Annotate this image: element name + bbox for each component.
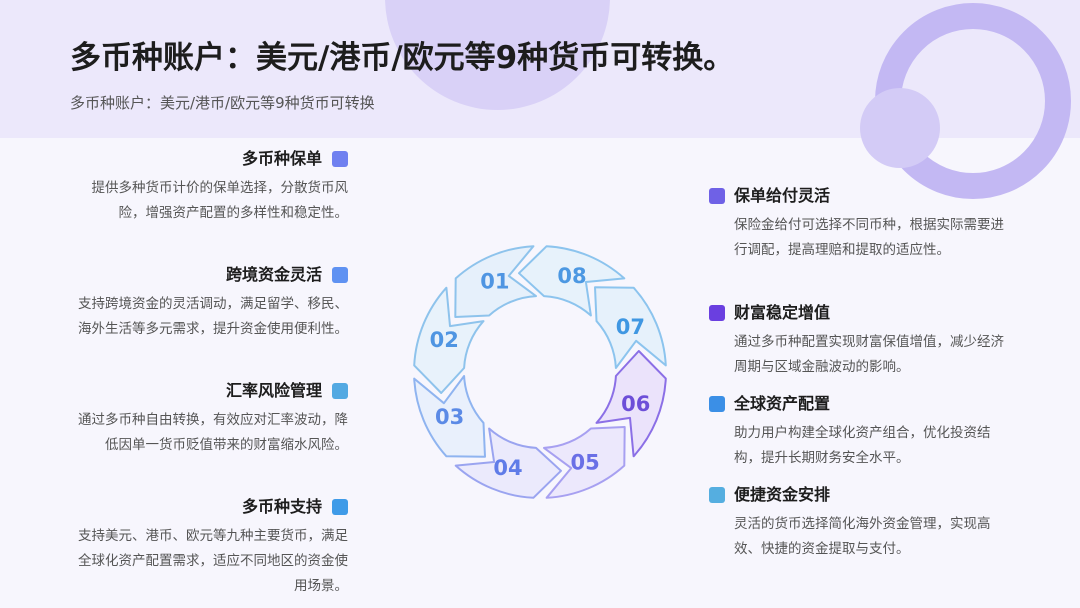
cycle-segment-08 bbox=[518, 245, 626, 317]
bullet-square-icon bbox=[332, 151, 348, 167]
bullet-square-icon bbox=[332, 383, 348, 399]
cycle-segment-label: 05 bbox=[570, 450, 599, 474]
feature-description: 助力用户构建全球化资产组合，优化投资结构，提升长期财务安全水平。 bbox=[734, 425, 991, 466]
feature-cross-border-funds: 跨境资金灵活 支持跨境资金的灵活调动，满足留学、移民、海外生活等多元需求，提升资… bbox=[58, 264, 348, 342]
feature-convenient-funds: 便捷资金安排 灵活的货币选择简化海外资金管理，实现高效、快捷的资金提取与支付。 bbox=[709, 484, 999, 562]
bullet-square-icon bbox=[709, 188, 725, 204]
feature-description: 提供多种货币计价的保单选择，分散货币风险，增强资产配置的多样性和稳定性。 bbox=[91, 180, 349, 221]
cycle-segment-label: 04 bbox=[493, 456, 522, 480]
feature-multi-currency-support: 多币种支持 支持美元、港币、欧元等九种主要货币，满足全球化资产配置需求，适应不同… bbox=[58, 496, 348, 599]
cycle-segment-label: 06 bbox=[621, 392, 650, 416]
bullet-square-icon bbox=[709, 305, 725, 321]
cycle-segment-01 bbox=[454, 245, 537, 318]
cycle-segment-label: 08 bbox=[557, 264, 586, 288]
bullet-square-icon bbox=[709, 396, 725, 412]
bullet-square-icon bbox=[332, 499, 348, 515]
feature-title: 多币种支持 bbox=[241, 497, 322, 516]
feature-description: 通过多币种配置实现财富保值增值，减少经济周期与区域金融波动的影响。 bbox=[734, 334, 1004, 375]
cycle-segment-02 bbox=[413, 286, 485, 394]
cycle-segment-label: 01 bbox=[480, 270, 509, 294]
feature-title: 跨境资金灵活 bbox=[225, 265, 322, 284]
decorative-dot bbox=[860, 88, 940, 168]
feature-description: 支持跨境资金的灵活调动，满足留学、移民、海外生活等多元需求，提升资金使用便利性。 bbox=[78, 296, 348, 337]
cycle-segment-05 bbox=[543, 426, 626, 499]
cycle-segment-04 bbox=[454, 427, 562, 499]
bullet-square-icon bbox=[709, 487, 725, 503]
feature-description: 保险金给付可选择不同币种，根据实际需要进行调配，提高理赔和提取的适应性。 bbox=[734, 217, 1004, 258]
feature-multi-currency-policy: 多币种保单 提供多种货币计价的保单选择，分散货币风险，增强资产配置的多样性和稳定… bbox=[58, 148, 348, 226]
page-title: 多币种账户：美元/港币/欧元等9种货币可转换。 bbox=[70, 40, 735, 76]
cycle-segment-07 bbox=[594, 286, 667, 369]
feature-title: 保单给付灵活 bbox=[734, 186, 831, 205]
feature-title: 便捷资金安排 bbox=[734, 485, 831, 504]
feature-title: 多币种保单 bbox=[241, 149, 322, 168]
cycle-segment-06 bbox=[595, 350, 667, 458]
feature-description: 支持美元、港币、欧元等九种主要货币，满足全球化资产配置需求，适应不同地区的资金使… bbox=[78, 528, 348, 594]
feature-wealth-growth: 财富稳定增值 通过多币种配置实现财富保值增值，减少经济周期与区域金融波动的影响。 bbox=[709, 302, 1004, 380]
bullet-square-icon bbox=[332, 267, 348, 283]
cycle-segment-label: 02 bbox=[430, 328, 459, 352]
feature-description: 灵活的货币选择简化海外资金管理，实现高效、快捷的资金提取与支付。 bbox=[734, 516, 991, 557]
cycle-segment-03 bbox=[413, 375, 486, 458]
feature-description: 通过多币种自由转换，有效应对汇率波动，降低因单一货币贬值带来的财富缩水风险。 bbox=[78, 412, 348, 453]
cycle-segment-label: 03 bbox=[435, 405, 464, 429]
feature-title: 财富稳定增值 bbox=[734, 303, 831, 322]
feature-flexible-payout: 保单给付灵活 保险金给付可选择不同币种，根据实际需要进行调配，提高理赔和提取的适… bbox=[709, 185, 1004, 263]
feature-fx-risk-management: 汇率风险管理 通过多币种自由转换，有效应对汇率波动，降低因单一货币贬值带来的财富… bbox=[58, 380, 348, 458]
feature-global-allocation: 全球资产配置 助力用户构建全球化资产组合，优化投资结构，提升长期财务安全水平。 bbox=[709, 393, 999, 471]
feature-title: 汇率风险管理 bbox=[225, 381, 322, 400]
cycle-diagram: 01 02 03 04 05 06 07 08 bbox=[413, 245, 667, 499]
feature-title: 全球资产配置 bbox=[734, 394, 831, 413]
page-subtitle: 多币种账户：美元/港币/欧元等9种货币可转换 bbox=[70, 94, 375, 112]
cycle-segment-label: 07 bbox=[616, 315, 645, 339]
